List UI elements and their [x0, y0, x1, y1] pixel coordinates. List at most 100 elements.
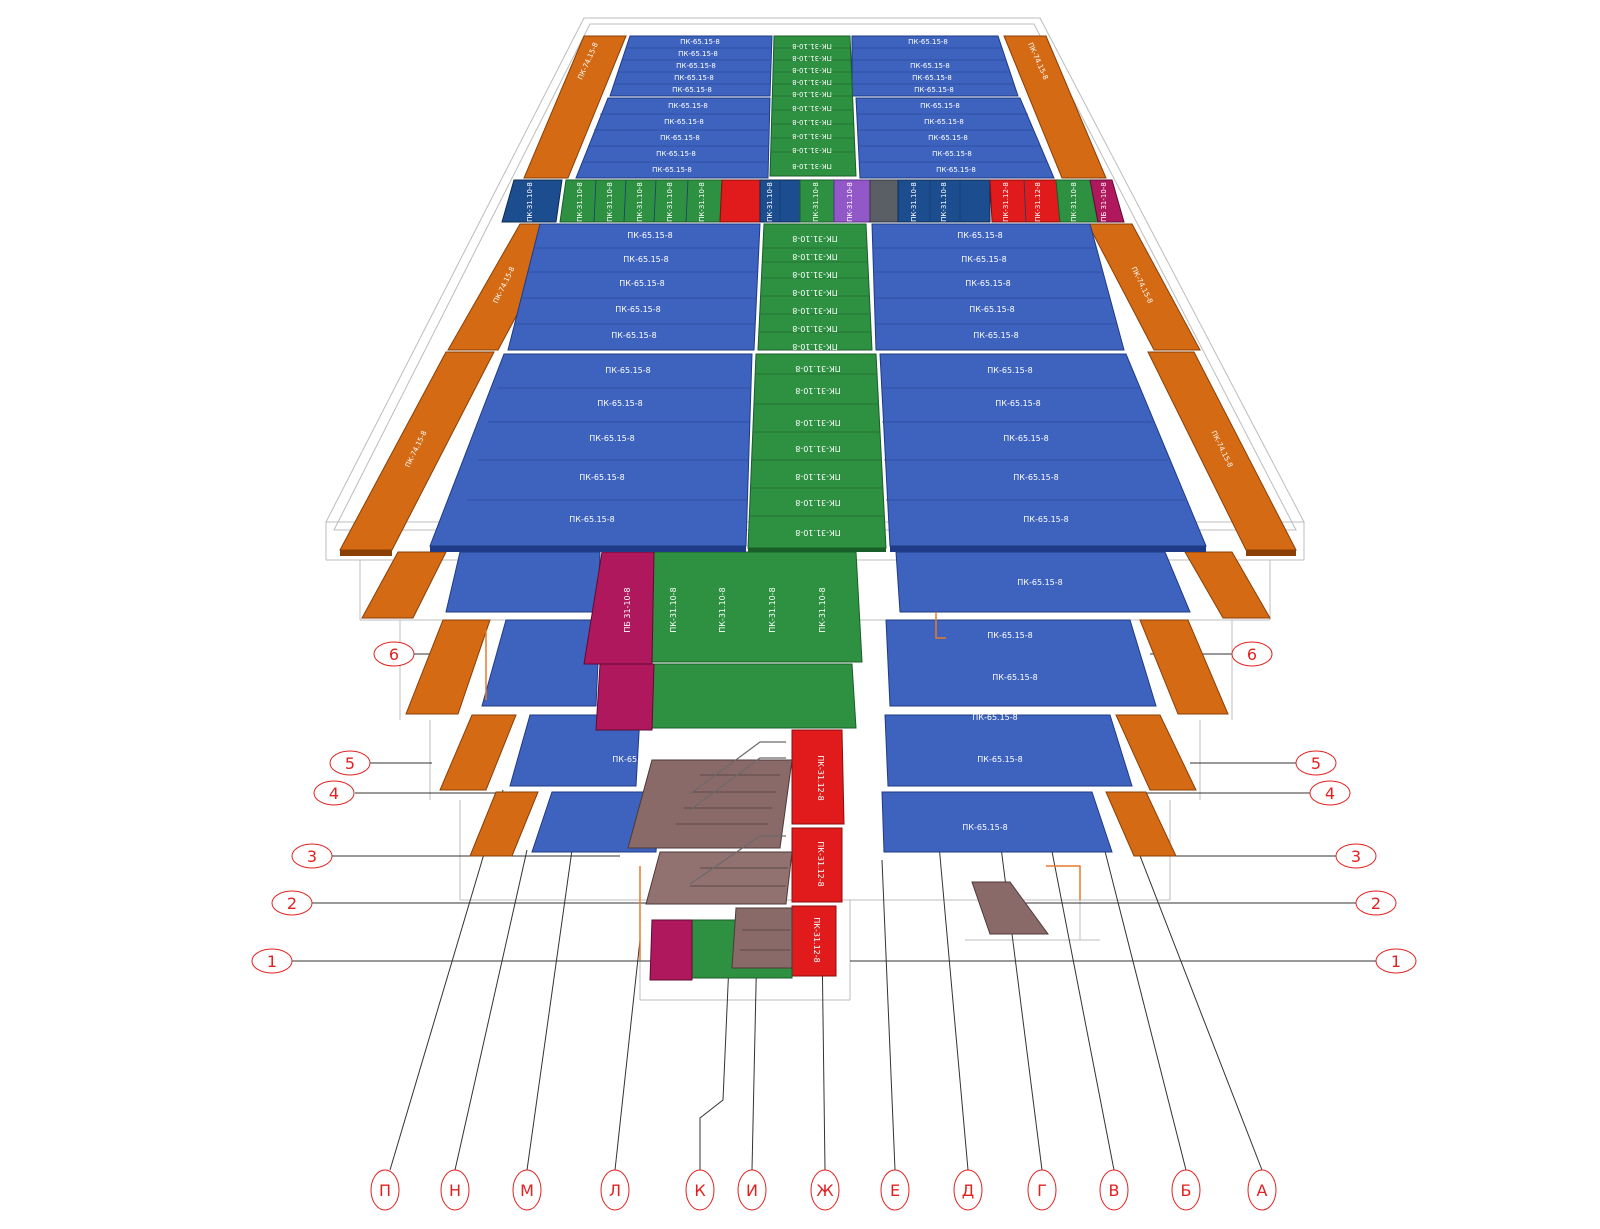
green-strip-mid	[757, 223, 873, 351]
slab-label: ПК-31.10-8	[795, 472, 840, 481]
slab-edges	[430, 546, 1206, 552]
floor5-orange-right	[1184, 551, 1271, 619]
floor3-orange-right	[1115, 714, 1197, 791]
slab-label: ПК-31.10-8	[792, 54, 832, 62]
slab-label: ПК-31.10-8	[846, 182, 854, 222]
floor2-orange-right	[1105, 791, 1177, 857]
slab-label: ПК-65.15-8	[1023, 515, 1068, 524]
svg-text:6: 6	[389, 645, 399, 664]
cross-navy-left	[501, 179, 563, 223]
slab-label: ПК-65.15-8	[992, 673, 1037, 682]
orange-beam-left-1	[523, 35, 627, 179]
slab-label: ПК-65.15-8	[987, 366, 1032, 375]
slab-label: ПК-65.15-8	[961, 255, 1006, 264]
slab-label: ПК-65.15-8	[680, 38, 720, 46]
orange-edge-left	[340, 550, 392, 556]
blue-block-mid-left	[507, 223, 761, 351]
svg-text:М: М	[520, 1181, 534, 1200]
svg-text:К: К	[694, 1181, 706, 1200]
green-edge	[748, 548, 886, 552]
axis-marker-row-6-left: 6	[373, 641, 415, 667]
floor2-orange-left	[469, 791, 539, 857]
floor2-blue-right	[881, 791, 1113, 853]
slab-label: ПК-31.10-8	[792, 66, 832, 74]
axis-marker-col-А: А	[1247, 1169, 1277, 1211]
green-joints-mid	[759, 247, 871, 333]
slab-label: ПК-65.15-8	[623, 255, 668, 264]
slab-label: ПК-31.10-8	[1070, 182, 1078, 222]
slab-label: ПК-31.10-8	[792, 146, 832, 154]
row-axis-markers: 6 6 5 5 4 4 3 3 2 2 1 1	[251, 641, 1417, 974]
slab-label: ПК-65.15-8	[914, 86, 954, 94]
slab-label: ПК-31.10-8	[792, 132, 832, 140]
axis-marker-row-5-left: 5	[329, 750, 371, 776]
floor4-green-strip	[651, 663, 857, 729]
slab-label: ПК-65.15-8	[936, 166, 976, 174]
stair-flight-upper	[627, 759, 793, 849]
floor2-blue-left	[531, 791, 661, 853]
slab-label: ПК-65.15-8	[977, 755, 1022, 764]
svg-text:Е: Е	[890, 1181, 900, 1200]
svg-text:3: 3	[307, 847, 317, 866]
svg-text:Ж: Ж	[816, 1181, 833, 1200]
slab-label: ПБ 31-10-8	[623, 587, 632, 632]
top-blue-labels: ПК-65.15-8 ПК-65.15-8 ПК-65.15-8 ПК-65.1…	[652, 38, 976, 174]
axis-marker-col-П: П	[370, 1169, 400, 1211]
slab-label: ПК-65.15-8	[579, 473, 624, 482]
slab-label: ПК-65.15-8	[972, 713, 1017, 722]
slab-label: ПК-31.10-8	[812, 182, 820, 222]
stair-flight-lower	[731, 907, 793, 969]
svg-text:А: А	[1257, 1181, 1268, 1200]
green-strip-top	[769, 35, 857, 177]
slab-label: ПК-65.15-8	[962, 823, 1007, 832]
svg-text:1: 1	[267, 952, 277, 971]
blue-block-mid-right	[871, 223, 1125, 351]
green-mid-labels: ПК-31.10-8 ПК-31.10-8 ПК-31.10-8 ПК-31.1…	[792, 234, 837, 351]
slab-joints-top	[582, 47, 1046, 163]
orange-edge-right	[1246, 550, 1296, 556]
floor5-orange-left	[361, 551, 447, 619]
blue-block-top-left-1	[609, 35, 773, 97]
slab-label: ПК-31.10-8	[636, 182, 644, 222]
rebar-frames	[485, 612, 1081, 960]
axis-marker-col-М: М	[512, 1169, 542, 1211]
svg-text:3: 3	[1351, 847, 1361, 866]
orange-beam-right-2	[1087, 223, 1201, 351]
svg-text:4: 4	[329, 784, 339, 803]
slab-label: ПК-31.10-8	[792, 78, 832, 86]
slab-label: ПК-31.12-8	[1034, 182, 1042, 222]
green-joints-top	[771, 47, 855, 153]
axis-marker-col-В: В	[1099, 1169, 1129, 1211]
slab-label: ПК-31.10-8	[768, 587, 777, 632]
slab-label: ПК-31.10-8	[792, 270, 837, 279]
slab-label: ПБ 31-10-8	[1100, 182, 1108, 222]
slab-label: ПК-31.10-8	[698, 182, 706, 222]
green-top-labels: ПК-31.10-8 ПК-31.10-8 ПК-31.10-8 ПК-31.1…	[792, 42, 832, 170]
slab-label: ПК-65.15-8	[995, 399, 1040, 408]
svg-text:6: 6	[1247, 645, 1257, 664]
svg-text:4: 4	[1325, 784, 1335, 803]
slab-label: ПК-31.10-8	[792, 234, 837, 243]
svg-text:Л: Л	[609, 1181, 621, 1200]
slab-label: ПК-31.10-8	[766, 182, 774, 222]
slab-label: ПК-31.10-8	[792, 342, 837, 351]
slab-label: ПК-65.15-8	[920, 102, 960, 110]
floor3-orange-left	[439, 714, 517, 791]
slab-label: ПК-31.10-8	[792, 42, 832, 50]
column-axis-markers: П Н М Л К И Ж Е Д Г В Б А	[370, 1169, 1277, 1211]
svg-text:П: П	[379, 1181, 391, 1200]
slab-label: ПК-31.12-8	[816, 841, 825, 886]
slab-label: ПК-31.10-8	[792, 252, 837, 261]
lower-floors: ПК-65.15-8 ПК-65.15-8 ПК-65.15-8 ПК-65.1…	[361, 551, 1271, 981]
slab-label: ПК-31.10-8	[718, 587, 727, 632]
axis-marker-col-Б: Б	[1171, 1169, 1201, 1211]
slab-label: ПК-31.10-8	[576, 182, 584, 222]
axis-marker-col-Л: Л	[600, 1169, 630, 1211]
slab-label: ПК-65.15-8	[611, 331, 656, 340]
slab-label: ПК-31.10-8	[818, 587, 827, 632]
floor4-blue-right	[885, 619, 1157, 707]
slab-label: ПК-65.15-8	[605, 366, 650, 375]
svg-text:Г: Г	[1037, 1181, 1047, 1200]
slab-label: ПК-65.15-8	[615, 305, 660, 314]
slab-label: ПК-65.15-8	[1013, 473, 1058, 482]
